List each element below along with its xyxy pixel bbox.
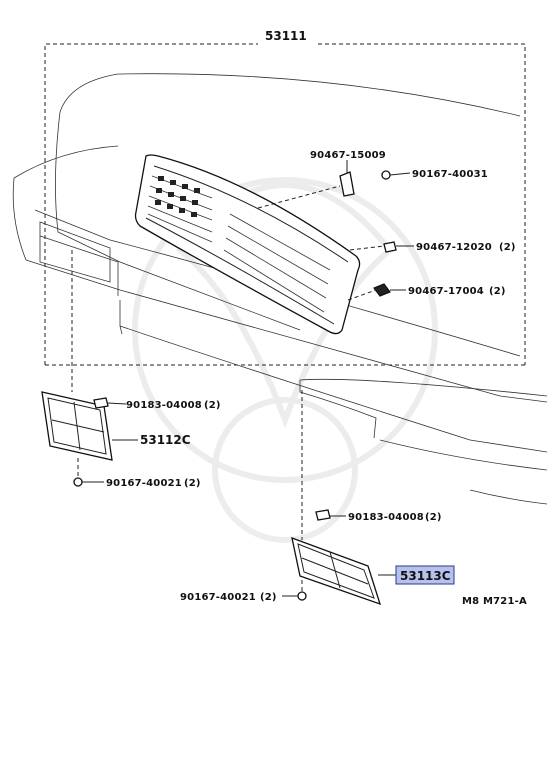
side-grille-53112c	[41, 391, 113, 461]
part-label-90467-15009: 90467-15009	[310, 150, 386, 161]
part-qty-90167-40021-right: (2)	[260, 592, 277, 603]
leader-lines	[71, 160, 414, 597]
highlight-box-53113c	[395, 565, 455, 585]
part-label-90167-40021-right: 90167-40021	[180, 592, 256, 603]
part-qty-90467-17004: (2)	[489, 286, 506, 297]
part-qty-90183-04008-left: (2)	[204, 400, 221, 411]
assembly-bracket	[44, 43, 526, 366]
part-label-90183-04008-left: 90183-04008	[126, 400, 202, 411]
diagram-reference-code: M8 M721-A	[462, 596, 527, 607]
part-qty-90167-40021-left: (2)	[184, 478, 201, 489]
part-label-90183-04008-right: 90183-04008	[348, 512, 424, 523]
part-qty-90183-04008-right: (2)	[425, 512, 442, 523]
part-label-90167-40021-left: 90167-40021	[106, 478, 182, 489]
part-label-90467-17004: 90467-17004	[408, 286, 484, 297]
side-grille-53113c	[291, 536, 382, 606]
part-label-53113c: 53113C	[400, 569, 451, 583]
part-qty-90467-12020: (2)	[499, 242, 516, 253]
part-label-90467-12020: 90467-12020	[416, 242, 492, 253]
front-grille-53111	[134, 154, 361, 335]
part-label-53112c: 53112C	[140, 433, 191, 447]
assembly-number-label: 53111	[265, 29, 307, 43]
part-label-90167-40031: 90167-40031	[412, 169, 488, 180]
fastener-icons	[73, 170, 397, 601]
